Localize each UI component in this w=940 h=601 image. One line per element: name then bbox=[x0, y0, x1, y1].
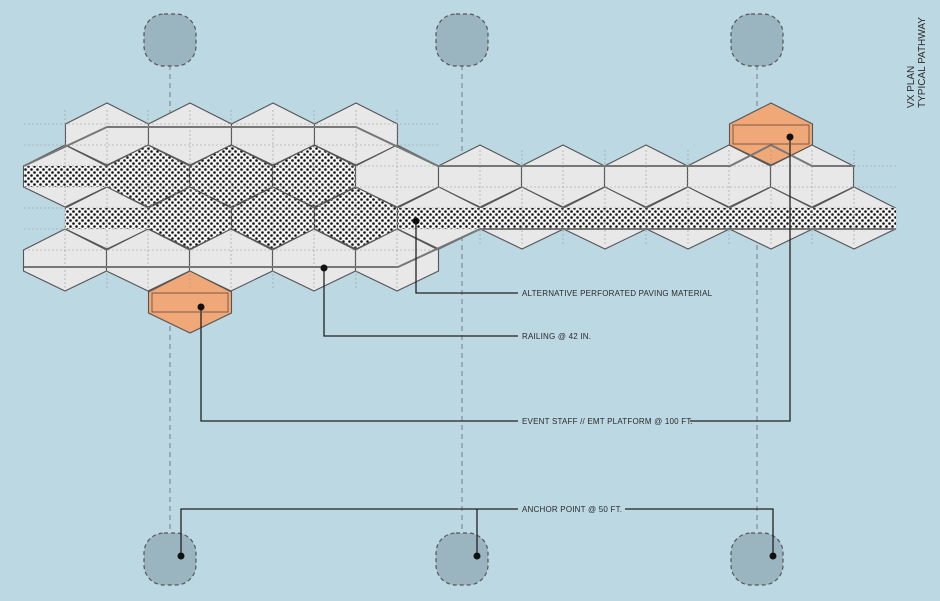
leader-dot bbox=[786, 133, 794, 141]
anchor-point-pad bbox=[143, 13, 197, 67]
platform-tile bbox=[728, 102, 814, 166]
leader-dot bbox=[412, 217, 420, 225]
leader-railing bbox=[323, 268, 518, 337]
callout-platform: EVENT STAFF // EMT PLATFORM @ 100 FT. bbox=[522, 417, 693, 426]
leader-platform-right bbox=[690, 137, 791, 422]
anchor-point-pad bbox=[730, 532, 784, 586]
perforated-band bbox=[24, 166, 107, 187]
railing-line bbox=[24, 228, 896, 268]
callout-leaders bbox=[180, 137, 791, 556]
platform-railing bbox=[151, 292, 229, 313]
anchor-points bbox=[143, 13, 784, 586]
leader-platform bbox=[200, 307, 518, 422]
callout-anchor: ANCHOR POINT @ 50 FT. bbox=[522, 505, 622, 514]
leader-anchor bbox=[180, 508, 518, 556]
callout-railing: RAILING @ 42 IN. bbox=[522, 332, 591, 341]
leader-perforated bbox=[415, 221, 518, 294]
railing-line bbox=[23, 126, 855, 167]
leader-dot bbox=[177, 552, 185, 560]
callout-perforated: ALTERNATIVE PERFORATED PAVING MATERIAL bbox=[522, 289, 713, 298]
guide-lines bbox=[169, 20, 758, 585]
leader-dot bbox=[197, 303, 205, 311]
anchor-point-pad bbox=[435, 532, 489, 586]
leader-dot bbox=[320, 264, 328, 272]
leader-dot bbox=[473, 552, 481, 560]
leader-dot bbox=[769, 552, 777, 560]
platform-tile bbox=[147, 270, 233, 334]
perforated-band bbox=[398, 208, 896, 229]
anchor-point-pad bbox=[730, 13, 784, 67]
anchor-point-pad bbox=[143, 532, 197, 586]
leader-anchor-right bbox=[625, 508, 774, 556]
platform-railing bbox=[732, 124, 810, 145]
anchor-point-pad bbox=[435, 13, 489, 67]
leader-dots bbox=[177, 133, 794, 560]
